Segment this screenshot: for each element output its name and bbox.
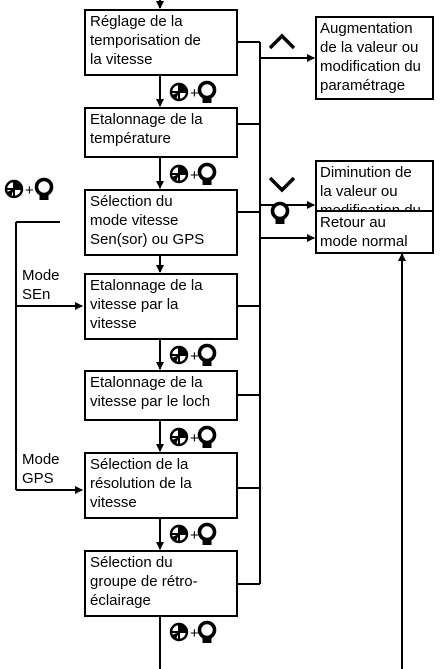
clock-icon bbox=[169, 524, 189, 544]
bulb-icon bbox=[197, 620, 217, 645]
step-speed-mode-selection: Sélection du mode vitesse Sen(sor) ou GP… bbox=[84, 189, 238, 256]
bulb-icon bbox=[197, 343, 217, 368]
plus-sign: + bbox=[190, 348, 199, 365]
mode-branch bbox=[15, 221, 83, 494]
plus-sign: + bbox=[190, 527, 199, 544]
mode-sen-label: Mode SEn bbox=[22, 267, 60, 303]
plus-sign: + bbox=[190, 167, 199, 184]
plus-sign: + bbox=[190, 430, 199, 447]
step-speed-calibration-by-speed: Etalonnage de la vitesse par la vitesse bbox=[84, 273, 238, 340]
bulb-icon bbox=[197, 425, 217, 450]
bulb-icon bbox=[197, 162, 217, 187]
action-increase-value: Augmentation de la valeur ou modificatio… bbox=[315, 16, 434, 100]
action-return-normal-mode: Retour au mode normal bbox=[315, 210, 434, 254]
clock-icon bbox=[169, 164, 189, 184]
clock-icon bbox=[169, 82, 189, 102]
clock-icon bbox=[169, 622, 189, 642]
plus-sign: + bbox=[190, 85, 199, 102]
step-speed-resolution-selection: Sélection de la résolution de la vitesse bbox=[84, 452, 238, 519]
clock-icon bbox=[169, 427, 189, 447]
bulb-icon bbox=[197, 522, 217, 547]
bulb-icon bbox=[34, 177, 54, 202]
step-temperature-calibration: Etalonnage de la température bbox=[84, 107, 238, 158]
action-bus bbox=[238, 41, 406, 669]
clock-icon bbox=[169, 345, 189, 365]
step-backlight-group-selection: Sélection du groupe de rétro- éclairage bbox=[84, 550, 238, 617]
bulb-icon bbox=[270, 201, 290, 226]
plus-sign: + bbox=[190, 625, 199, 642]
clock-icon bbox=[4, 179, 24, 199]
bulb-icon bbox=[197, 80, 217, 105]
plus-sign: + bbox=[25, 182, 34, 199]
mode-gps-label: Mode GPS bbox=[22, 451, 60, 487]
up-chevron-icon bbox=[268, 33, 296, 50]
step-speed-calibration-by-log: Etalonnage de la vitesse par le loch bbox=[84, 370, 238, 421]
down-chevron-icon bbox=[268, 176, 296, 193]
step-speed-timing: Réglage de la temporisation de la vitess… bbox=[84, 9, 238, 76]
